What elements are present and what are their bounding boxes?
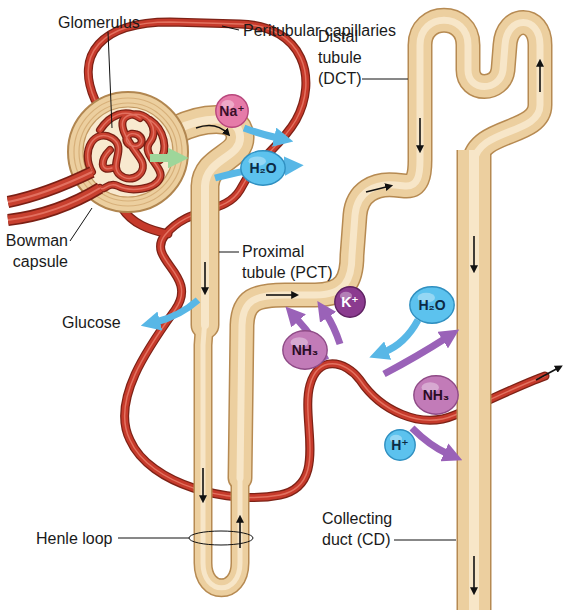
flow-arrow: [539, 62, 541, 92]
tubule-highlight: [203, 318, 240, 588]
renal-tubule: [176, 20, 540, 610]
arteriole-vessel: [8, 188, 100, 220]
molecule-circle: Na⁺: [215, 94, 249, 128]
molecule-formula: H⁺: [391, 437, 409, 453]
molecule-circle: NH₃: [282, 330, 328, 370]
flow-arrow: [266, 294, 296, 296]
flow-arrow: [536, 367, 560, 380]
molecule-ellipse: [414, 376, 458, 414]
secretion-arrow: [326, 314, 340, 344]
molecule-formula: NH₃: [292, 342, 319, 358]
molecule-formula: H₂O: [249, 160, 276, 176]
leader-line: [219, 252, 239, 253]
flow-arrow: [419, 118, 421, 150]
molecule-formula: Na⁺: [219, 103, 244, 119]
molecule-ellipse: [335, 287, 365, 317]
molecule-ellipse: [385, 430, 415, 460]
flow-arrow: [366, 186, 390, 192]
molecule-text-box: Na⁺: [215, 94, 249, 128]
structure-label: Distal tubule (DCT): [318, 26, 376, 89]
tubule-outline: [240, 20, 540, 478]
leader-line: [118, 538, 189, 539]
structure-label: Proximal tubule (PCT): [242, 241, 342, 283]
reabsorption-arrow: [156, 300, 198, 322]
leader-lines: [70, 26, 456, 545]
leader-line: [222, 26, 239, 30]
molecule-ellipse: [241, 151, 285, 185]
flow-arrow: [204, 262, 206, 292]
flow-arrow: [196, 126, 228, 134]
structure-label: Bowman capsule: [0, 230, 68, 272]
flow-arrow: [202, 468, 204, 500]
glomerulus-outline: [88, 113, 165, 189]
molecule-formula: NH₃: [423, 387, 450, 403]
structure-label: Glomerulus: [58, 12, 168, 33]
tubule-highlight: [469, 150, 479, 610]
flow-arrow: [473, 236, 475, 270]
molecule-circle: H⁺: [384, 429, 416, 461]
molecule-ellipse: [216, 95, 248, 127]
glomerulus-highlight: [88, 113, 165, 189]
secretion-arrow: [412, 428, 448, 454]
molecule-text-box: H₂O: [240, 150, 286, 186]
molecule-formula: K⁺: [341, 294, 359, 310]
tubule-highlight: [240, 20, 540, 478]
molecule-circle: H₂O: [240, 150, 286, 186]
molecule-formula: H₂O: [418, 297, 445, 313]
flow-arrow: [473, 556, 475, 592]
molecule-text-box: H₂O: [409, 286, 455, 324]
filtration-arrow: [150, 154, 172, 162]
leader-line: [108, 32, 112, 128]
glomerulus: [8, 113, 164, 220]
secretion-arrow: [384, 338, 446, 374]
flow-arrows: [196, 62, 560, 592]
molecule-text-box: NH₃: [282, 330, 328, 370]
molecule-ellipse: [410, 287, 454, 323]
transport-arrows: [150, 128, 448, 454]
tubule-wall: [240, 20, 540, 478]
loop-marker-ring: [189, 531, 253, 545]
leader-line: [394, 540, 456, 541]
molecule-circle: H₂O: [409, 286, 455, 324]
molecule-text-box: NH₃: [413, 375, 459, 415]
leader-line: [362, 79, 408, 80]
leader-line: [70, 208, 92, 241]
structure-label: Henle loop: [36, 528, 126, 549]
molecule-circle: K⁺: [334, 286, 366, 318]
arteriole-highlight: [8, 188, 100, 220]
glomerulus-vessel: [88, 113, 165, 189]
tubule-wall: [458, 150, 490, 610]
reabsorption-arrow: [244, 128, 278, 138]
molecule-text-box: H⁺: [384, 429, 416, 461]
molecule-text-box: K⁺: [334, 286, 366, 318]
arteriole-highlight: [8, 172, 92, 202]
tubule-outline: [457, 150, 492, 610]
structure-label: Glucose: [62, 312, 142, 333]
molecule-circle: NH₃: [413, 375, 459, 415]
reabsorption-arrow: [384, 320, 418, 352]
molecule-ellipse: [283, 331, 327, 369]
structure-label: Collecting duct (CD): [322, 508, 410, 550]
